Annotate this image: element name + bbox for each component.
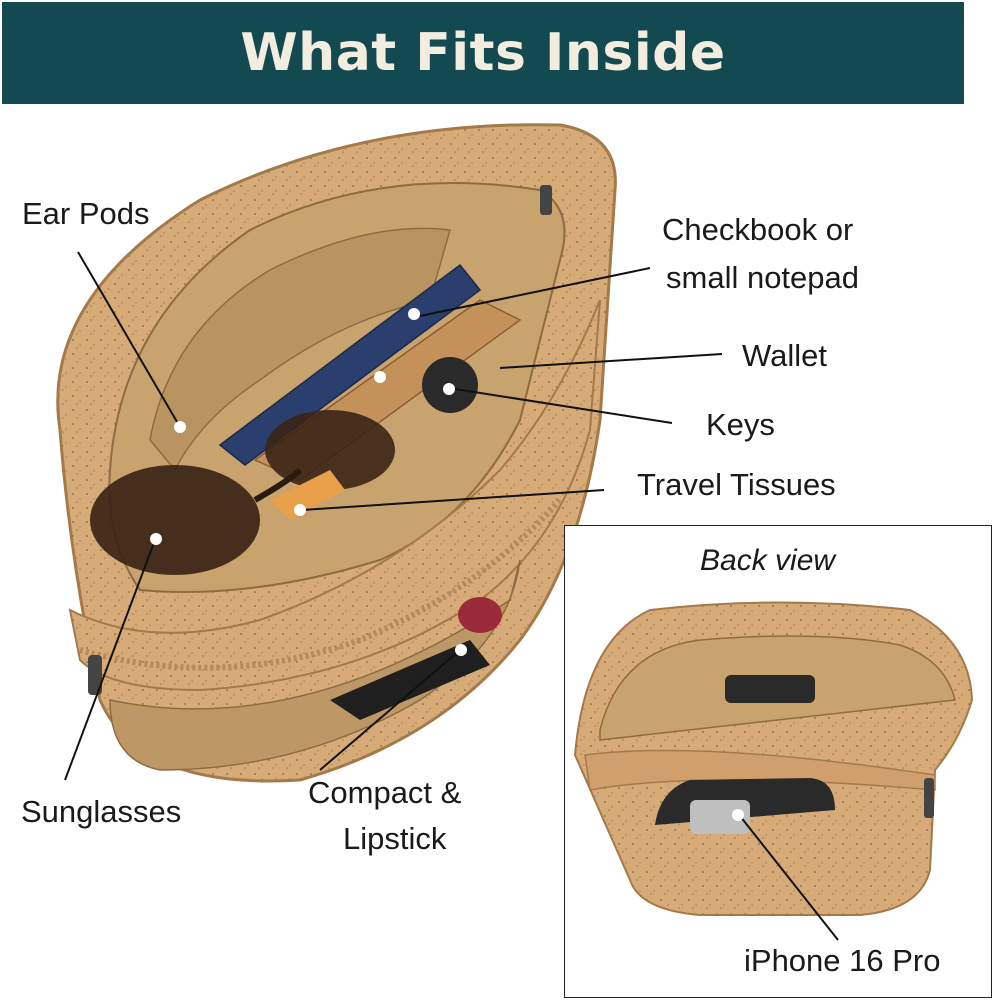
back-view-inset	[564, 525, 992, 998]
inset-title: Back view	[700, 544, 836, 577]
label-compact-line2: Lipstick	[343, 821, 447, 856]
label-iphone: iPhone 16 Pro	[744, 943, 941, 978]
title-banner: What Fits Inside	[2, 2, 964, 104]
label-checkbook-line2: small notepad	[666, 260, 860, 295]
label-ear-pods: Ear Pods	[22, 196, 150, 231]
label-travel-tissues: Travel Tissues	[637, 467, 836, 502]
label-wallet: Wallet	[742, 338, 827, 373]
label-checkbook-line1: Checkbook or	[662, 212, 854, 247]
label-compact-line1: Compact &	[308, 775, 462, 810]
callout-lines	[64, 251, 723, 781]
label-sunglasses: Sunglasses	[21, 794, 182, 829]
page-title: What Fits Inside	[240, 23, 726, 83]
label-keys: Keys	[706, 407, 775, 442]
